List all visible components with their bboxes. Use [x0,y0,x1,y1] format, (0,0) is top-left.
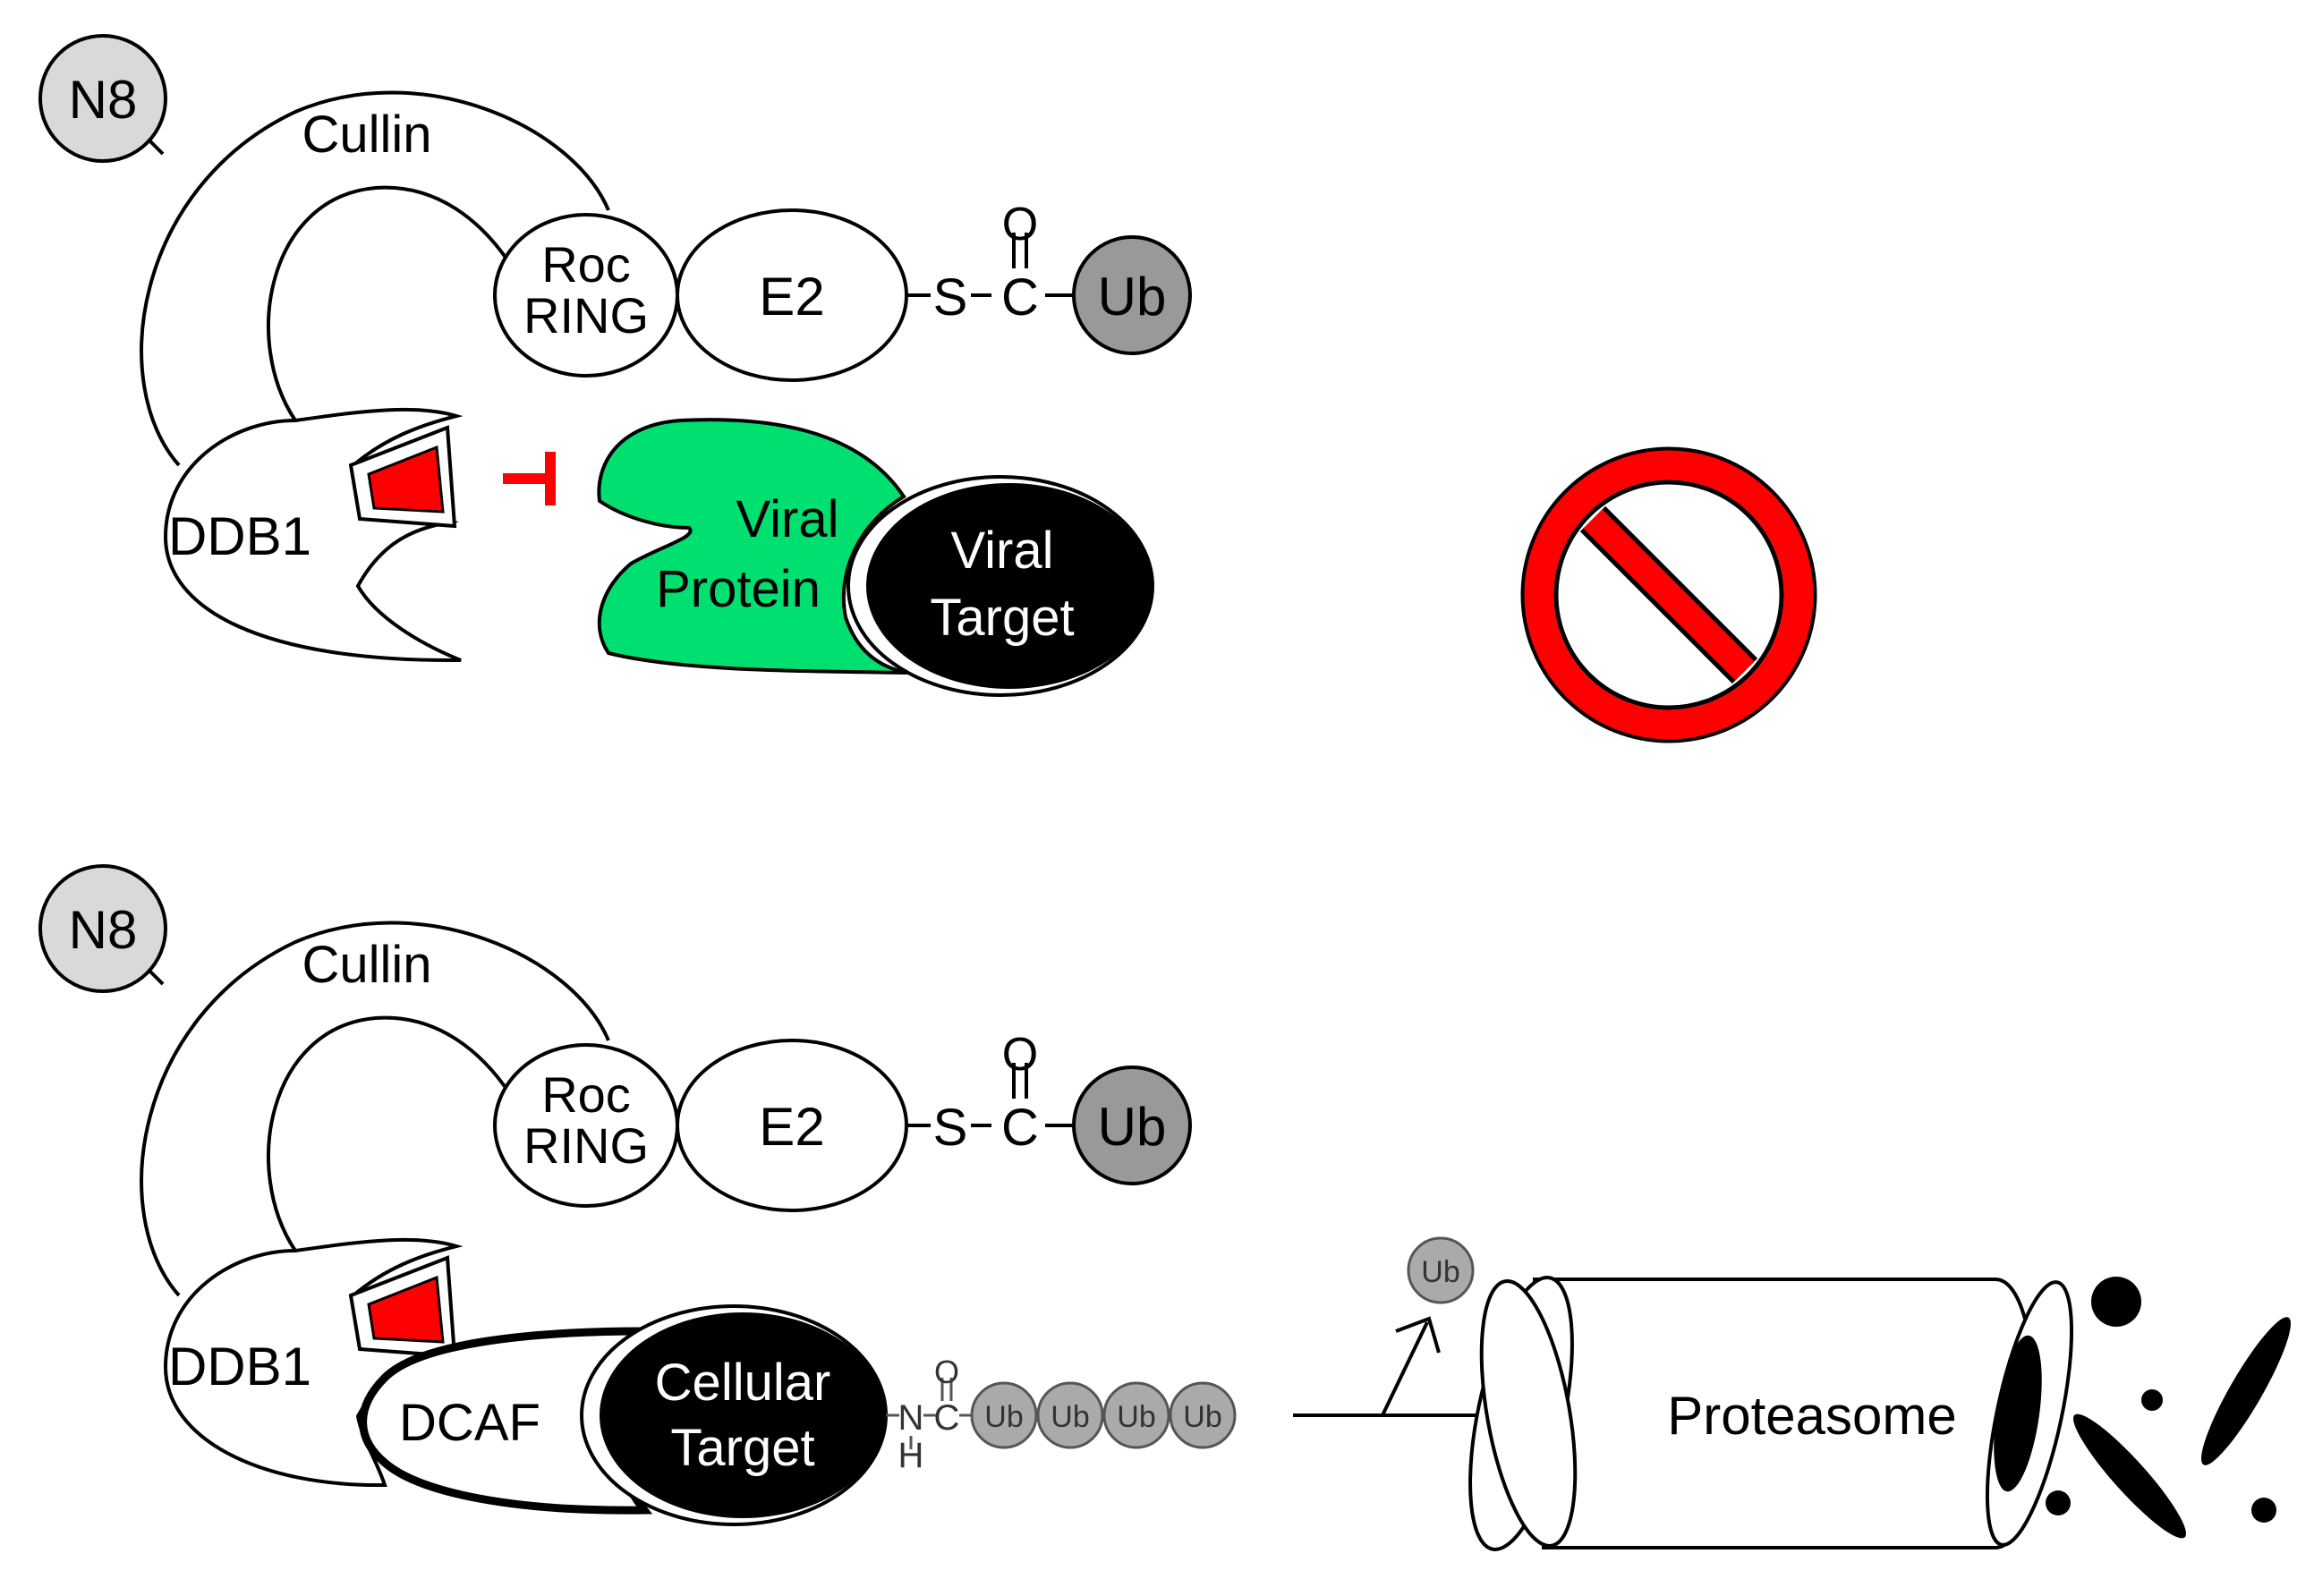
svg-text:H: H [898,1436,924,1475]
ub-chain-label: Ub [984,1400,1023,1434]
cellular-target-label-1: Cellular [655,1354,831,1412]
ddb1-shape [163,407,464,663]
ub-chain-label: Ub [1183,1400,1221,1434]
viral-protein-shape [597,418,909,675]
ub-node [1072,1065,1192,1185]
svg-text:S: S [933,1099,968,1157]
roc-label: Roc [541,1066,631,1123]
ub-label: Ub [1098,267,1167,327]
e2-label: E2 [759,1097,824,1157]
viral-protein-label-1: Viral [736,490,839,548]
e2-label: E2 [759,267,824,327]
svg-text:C: C [934,1398,960,1438]
bottom-panel: Cullin N8 Roc RING E2 S C O Ub DDB1 [38,864,2291,1551]
released-ub-node [1407,1236,1475,1304]
prohibited-sign-icon [1520,446,1817,743]
ub-chain-node [1036,1381,1104,1449]
cullin-label: Cullin [302,106,431,164]
svg-text:N: N [898,1398,924,1438]
cullin-label: Cullin [302,936,431,994]
inhibition-bar-icon [503,452,556,505]
ub-chain-node [1169,1381,1237,1449]
ub-node [1072,235,1192,355]
viral-target-core [866,483,1153,689]
ddb1-label: DDB1 [168,1337,311,1396]
viral-target-label-2: Target [930,589,1074,647]
viral-protein-label-2: Protein [656,560,821,618]
ub-label: Ub [1098,1097,1167,1157]
n8-node [38,34,167,163]
proteasome-label: Proteasome [1667,1386,1957,1446]
cullin-shape [140,90,610,467]
proteasome-shape [1468,1276,2074,1551]
thioester-linkage: S C O [906,1029,1074,1157]
dcaf-label: DCAF [399,1394,540,1452]
ub-chain-label: Ub [1117,1400,1155,1434]
svg-text:O: O [934,1354,959,1390]
viral-target-label-1: Viral [951,522,1054,580]
svg-text:S: S [933,268,968,327]
ddb1-pocket [367,445,445,514]
ub-chain-node [970,1381,1038,1449]
svg-text:C: C [1001,268,1039,327]
svg-text:O: O [1002,199,1038,250]
polyubiquitin-chain: Ub Ub Ub Ub [970,1381,1237,1449]
n8-label: N8 [69,900,138,960]
top-panel: Cullin N8 Roc RING E2 S C O Ub DDB1 [38,34,1817,743]
cellular-target-node [600,1312,886,1518]
ddb1-label: DDB1 [168,506,311,566]
ddb1-pocket [367,1275,445,1344]
cullin-shape [140,921,610,1297]
ring-label: RING [523,287,649,344]
isopeptide-linkage: N H C O [886,1354,971,1475]
n8-node [38,864,167,993]
cellular-target-label-2: Target [670,1419,814,1477]
roc-label: Roc [541,236,631,293]
released-ub-label: Ub [1421,1255,1459,1289]
ub-chain-node [1102,1381,1170,1449]
n8-label: N8 [69,70,138,130]
svg-text:C: C [1001,1099,1039,1157]
thioester-linkage: S C O [906,199,1074,327]
ub-chain-label: Ub [1051,1400,1089,1434]
peptide-fragments-icon [2046,1277,2291,1539]
ring-label: RING [523,1117,649,1174]
svg-text:O: O [1002,1029,1038,1081]
